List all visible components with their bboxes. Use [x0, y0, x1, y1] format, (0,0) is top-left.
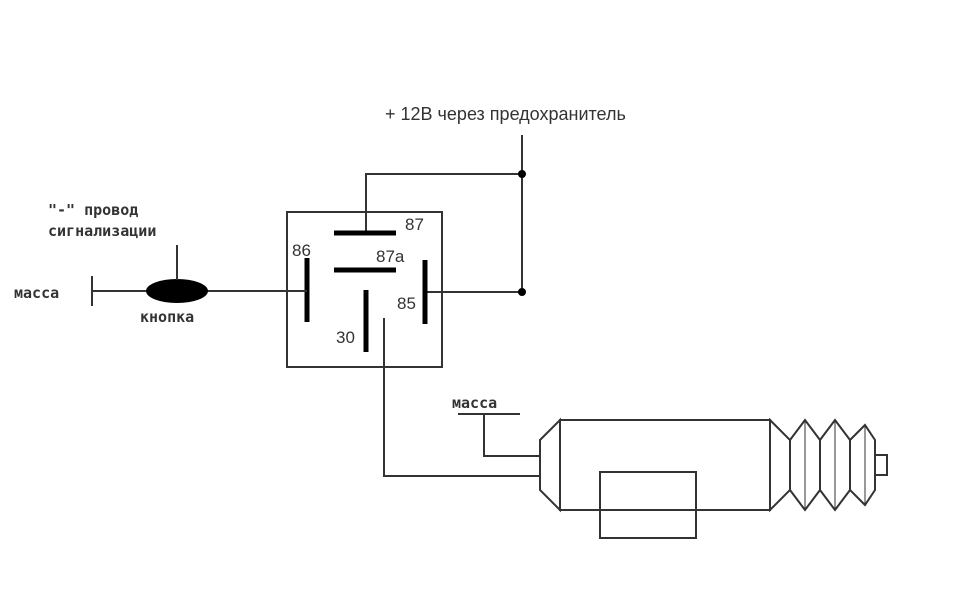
ground-left-label: масса: [14, 284, 59, 302]
wire-label-line1: "-" провод: [48, 201, 138, 219]
pin-86-label: 86: [292, 241, 311, 260]
wire-to-87: [365, 173, 522, 232]
power-label: + 12В через предохранитель: [385, 104, 626, 124]
actuator-ground-label: масса: [452, 394, 497, 412]
pin-85-label: 85: [397, 294, 416, 313]
relay-box: [286, 211, 443, 368]
junction-dot-bottom: [518, 288, 526, 296]
wire-label-line2: сигнализации: [48, 222, 156, 240]
actuator-ground-wire: [483, 414, 540, 457]
pin-30-label: 30: [336, 328, 355, 347]
button-icon: [146, 279, 208, 303]
pin-87-label: 87: [405, 215, 424, 234]
actuator-icon: [539, 417, 888, 539]
junction-dot-top: [518, 170, 526, 178]
wire-30-to-actuator: [383, 318, 540, 477]
button-label: кнопка: [140, 308, 194, 326]
pin-87a-label: 87a: [376, 247, 405, 266]
